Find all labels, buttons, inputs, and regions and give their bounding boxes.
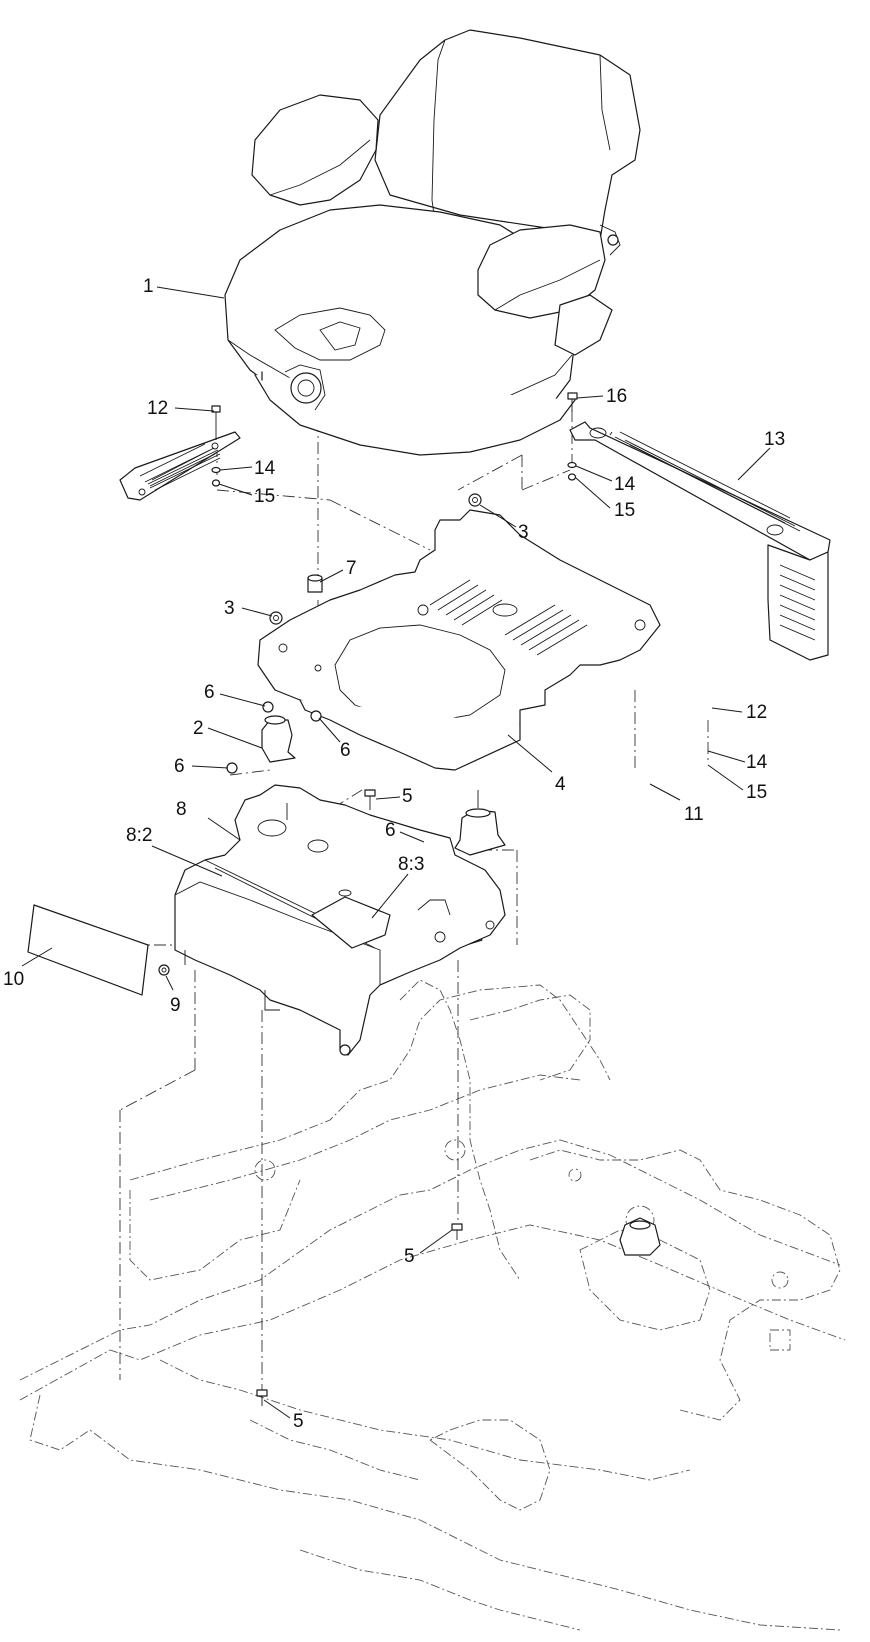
- callout-6-center: 6: [340, 740, 351, 761]
- callout-3-left: 3: [224, 598, 235, 619]
- callout-3-right: 3: [518, 522, 529, 543]
- callout-15-left: 15: [254, 486, 275, 507]
- right-side-grille: [567, 392, 831, 661]
- callout-6-right: 6: [385, 820, 396, 841]
- callout-9: 9: [170, 995, 181, 1016]
- frame-bolts: [256, 1217, 661, 1406]
- callout-12-left: 12: [147, 398, 168, 419]
- callout-12-right: 12: [746, 702, 767, 723]
- callout-4: 4: [555, 774, 566, 795]
- callout-5-lower: 5: [293, 1411, 304, 1432]
- callout-11: 11: [684, 804, 704, 825]
- callout-5-middle: 5: [404, 1246, 415, 1267]
- seat-plate: [257, 493, 661, 771]
- callout-leaders: [21, 286, 771, 1419]
- decal-strip: [27, 904, 149, 996]
- callout-13: 13: [764, 429, 785, 450]
- mower-frame: [19, 979, 846, 1631]
- callout-10: 10: [3, 969, 24, 990]
- seat: [224, 29, 641, 456]
- callout-6-upper: 6: [204, 682, 215, 703]
- callout-16: 16: [606, 386, 627, 407]
- left-rear-grille: [119, 405, 241, 501]
- callout-8: 8: [176, 799, 187, 820]
- callout-14-left: 14: [254, 458, 276, 479]
- callout-15-right: 15: [614, 500, 635, 521]
- callout-2: 2: [193, 718, 204, 739]
- callout-6-lower-left: 6: [174, 756, 185, 777]
- callout-7: 7: [346, 558, 357, 579]
- seat-mount-bracket: [158, 784, 506, 1056]
- callout-5-upper: 5: [402, 786, 413, 807]
- callout-8-3: 8:3: [398, 854, 424, 875]
- callout-labels: 1 12 14 15 16 13 14 15 3 7 3 6 2 6 6 12 …: [3, 276, 785, 1432]
- callout-8-2: 8:2: [126, 825, 152, 846]
- callout-14-right: 14: [614, 474, 636, 495]
- callout-14-lower-right: 14: [746, 752, 768, 773]
- callout-15-lower-right: 15: [746, 782, 767, 803]
- callout-1: 1: [143, 276, 154, 297]
